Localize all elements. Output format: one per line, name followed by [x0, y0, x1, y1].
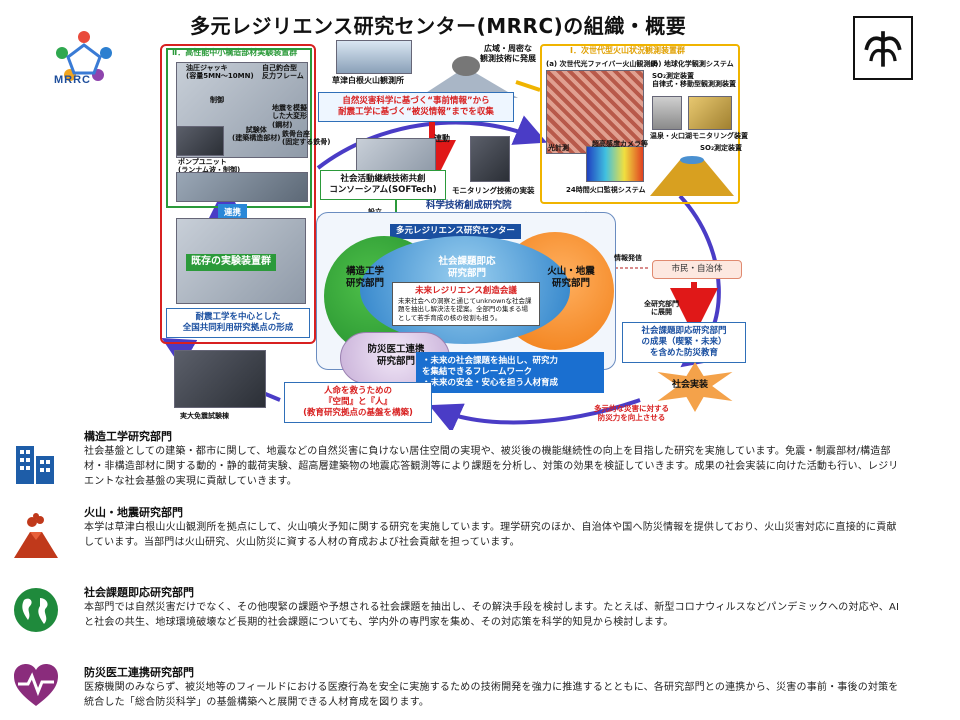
- wide-area-label: 広域・周密な 観測技術に発展: [480, 44, 536, 63]
- section-heading: 社会課題即応研究部門: [84, 586, 194, 599]
- city-illustration: [356, 138, 436, 172]
- consortium-box: 社会活動継続技術共創 コンソーシアム(SOFTech): [320, 170, 446, 201]
- university-emblem: [853, 16, 913, 80]
- monitoring-label: モニタリング技術の実装: [452, 186, 535, 195]
- multi-disaster-label: 多元的な災害に対する 防災力を向上させる: [594, 404, 669, 423]
- logo-text: MRRC: [54, 74, 91, 86]
- future-council-box: 未来レジリエンス創造会議 未来社会への洞察と通じてunknownな社会課題を抽出…: [392, 282, 540, 327]
- fire-monitor-label: 24時間火口監視システム: [566, 186, 646, 194]
- mrrc-logo: [56, 31, 112, 81]
- structural-dept-label: 構造工学 研究部門: [345, 266, 384, 289]
- expand-all-label: 全研究部門 に展開: [644, 300, 679, 317]
- section-body: 医療機関のみならず、被災地等のフィールドにおける医療行為を安全に実施するための技…: [84, 682, 899, 708]
- section-body: 社会基盤としての建築・都市に関して、地震などの自然災害に負けない居住空間の実現や…: [84, 446, 899, 487]
- information-callout: 自然災害科学に基づく“事前情報”から 耐震工学に基づく“被災情報”までを収集: [318, 92, 514, 123]
- existing-devices-label: 既存の実験装置群: [186, 254, 276, 271]
- control-label: 制御: [210, 96, 224, 104]
- seismic-building-label: 実大免震試験棟: [180, 412, 229, 420]
- so2-device-photo: [688, 96, 732, 130]
- building-icon: [16, 446, 54, 484]
- outcomes-callout: 社会課題即応研究部門 の成果（喫緊・未来） を含めた防災教育: [622, 322, 746, 364]
- kusatsu-label: 草津白根火山観測所: [332, 76, 404, 85]
- so2-equipment-photo: [652, 96, 682, 130]
- linkage-label: 連動: [434, 134, 450, 143]
- rig-photo: [176, 172, 308, 202]
- ir-camera-photo: [586, 146, 644, 182]
- observation-group-frame: [540, 44, 740, 204]
- seismic-building-photo: [174, 350, 266, 408]
- social-dept-label: 社会課題即応 研究部門: [438, 256, 496, 279]
- optical-sensor-label: 光計測: [548, 144, 569, 152]
- specimen-label: 試験体 (建築構造部材): [232, 126, 281, 143]
- so2-fixed-label: SO₂測定装置 自律式・移動型観測測装置: [652, 72, 736, 89]
- future-council-title: 未来レジリエンス創造会議: [415, 286, 517, 296]
- life-saving-callout: 人命を救うための 『空間』と『人』 (教育研究拠点の基盤を構築): [284, 382, 432, 424]
- fiber-label: (a) 次世代光ファイバー火山観測網: [546, 60, 658, 68]
- section-heading: 火山・地震研究部門: [84, 506, 183, 519]
- volcano-illustration: [418, 56, 518, 98]
- hotspring-label: 温泉・火口湖モニタリング装置: [650, 132, 748, 140]
- frame-label: 自己釣合型 反力フレーム: [262, 64, 304, 81]
- globe-icon: [14, 588, 58, 632]
- section-heading: 構造工学研究部門: [84, 430, 172, 443]
- gas-label: (b) 地球化学観測システム: [650, 60, 734, 68]
- ir-camera-label: 超高感度カメラ等: [592, 140, 648, 148]
- skyscraper-photo: [470, 136, 510, 182]
- citizens-box: 市民・自治体: [652, 260, 742, 280]
- pump-label: ポンプユニット (ランナム波・制御): [178, 158, 241, 175]
- social-impl-label: 社会実装: [672, 380, 709, 390]
- seismic-hub-callout: 耐震工学を中心とした 全国共同利用研究拠点の形成: [166, 308, 310, 339]
- section-heading: 防災医工連携研究部門: [84, 666, 194, 679]
- framework-box: ・未来の社会課題を抽出し、研究力 を集結できるフレームワーク ・未来の安全・安心…: [416, 352, 604, 394]
- volcano-icon: [14, 513, 58, 558]
- medical-dept-label: 防災医工連携 研究部門: [367, 344, 425, 367]
- group1-title: Ⅰ．次世代型火山状況観測装置群: [570, 46, 685, 55]
- base-label: 鉄骨台座 (固定する鉄骨): [282, 130, 331, 147]
- organization-diagram: Ⅱ．高性能中小構造部材実験装置群 油圧ジャッキ (容量5MN〜10MN) 自己釣…: [160, 40, 748, 430]
- section-body: 本部門では自然災害だけでなく、その他喫緊の課題や予想される社会課題を抽出し、その…: [84, 602, 900, 628]
- crater-lake-illustration: [650, 156, 734, 196]
- volcano-dept-label: 火山・地震 研究部門: [547, 266, 595, 289]
- institute-label: 科学技術創成研究院: [426, 200, 512, 211]
- info-dispatch-label: 情報発信: [614, 254, 642, 262]
- group2-title: Ⅱ．高性能中小構造部材実験装置群: [172, 48, 298, 57]
- jack-label: 油圧ジャッキ (容量5MN〜10MN): [186, 64, 254, 81]
- center-name: 多元レジリエンス研究センター: [390, 224, 521, 239]
- so2-device-label: SO₂測定装置: [700, 144, 743, 152]
- heart-pulse-icon: [14, 664, 58, 706]
- future-council-body: 未来社会への洞察と通じてunknownな社会課題を抽出し解決法を提案。全部門の集…: [398, 297, 532, 322]
- page-title: 多元レジリエンス研究センター(MRRC)の組織・概要: [190, 14, 687, 38]
- pump-unit-photo: [176, 126, 224, 156]
- kusatsu-photo: [336, 40, 412, 74]
- fiber-network-photo: [546, 70, 644, 154]
- ground-label: 地震を模擬 した大変形 (鋼材): [272, 104, 307, 129]
- experiment-group-frame: [160, 44, 316, 344]
- section-body: 本学は草津白根山火山観測所を拠点にして、火山噴火予知に関する研究を実施しています…: [84, 522, 897, 548]
